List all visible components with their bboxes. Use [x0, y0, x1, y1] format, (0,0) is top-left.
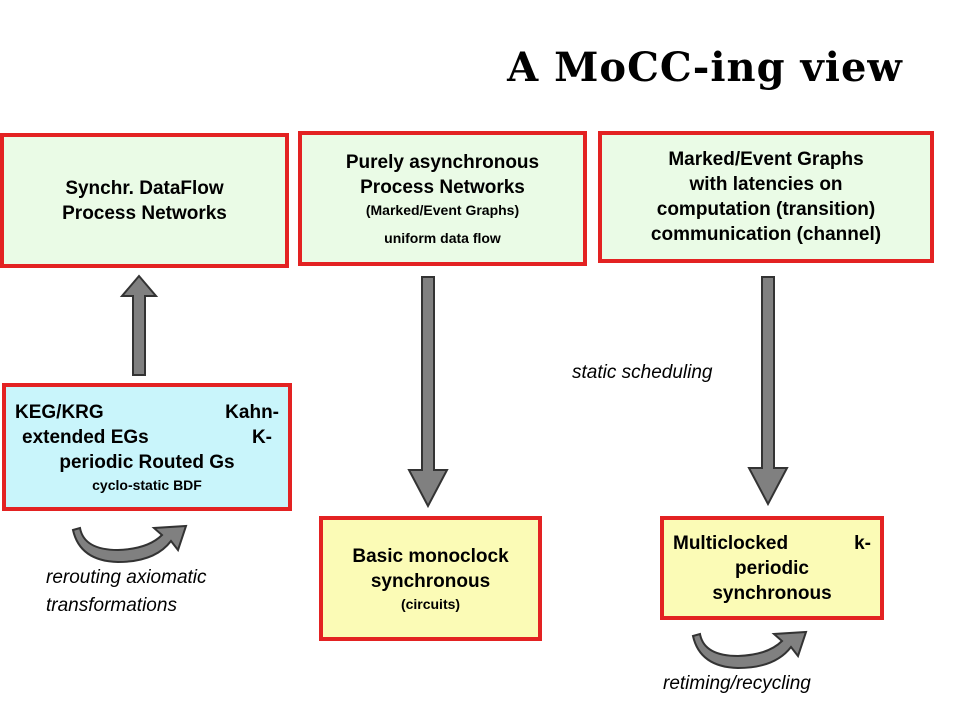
- marked-line3: computation (transition): [656, 199, 876, 220]
- keg-r3: periodic Routed Gs: [59, 451, 235, 473]
- async-line2: Process Networks: [360, 176, 525, 198]
- multiclock-box: Multiclocked k- periodic synchronous: [660, 516, 884, 620]
- keg-row2: extended EGs K-: [22, 425, 272, 450]
- slide-title: A MoCC-ing view: [507, 44, 903, 91]
- curved-arrow-left: [71, 524, 188, 564]
- keg-r1b: Kahn-: [225, 401, 279, 423]
- keg-row1: KEG/KRG Kahn-: [15, 400, 279, 425]
- keg-r2a: extended EGs: [22, 426, 149, 448]
- up-arrow: [119, 274, 159, 376]
- async-line1: Purely asynchronous: [345, 151, 540, 173]
- down-arrow-middle: [407, 276, 449, 509]
- monoclock-box: Basic monoclock synchronous (circuits): [319, 516, 542, 641]
- async-line4: uniform data flow: [384, 229, 501, 246]
- sdf-box: Synchr. DataFlow Process Networks: [0, 133, 289, 268]
- marked-box: Marked/Event Graphs with latencies on co…: [598, 131, 934, 263]
- keg-r4: cyclo-static BDF: [92, 476, 202, 493]
- curved-arrow-right: [691, 630, 808, 670]
- multiclock-line3: synchronous: [712, 582, 832, 604]
- multiclock-r1b: k-: [854, 532, 871, 554]
- async-box: Purely asynchronous Process Networks (Ma…: [298, 131, 587, 266]
- down-arrow-right: [747, 276, 789, 507]
- keg-box: KEG/KRG Kahn- extended EGs K- periodic R…: [2, 383, 292, 511]
- marked-line1: Marked/Event Graphs: [668, 149, 864, 170]
- sdf-line1: Synchr. DataFlow: [65, 177, 224, 199]
- static-scheduling-label: static scheduling: [572, 362, 713, 383]
- monoclock-line1: Basic monoclock: [352, 545, 509, 567]
- retiming-label: retiming/recycling: [663, 673, 811, 694]
- marked-line2: with latencies on: [689, 174, 843, 195]
- marked-line4: communication (channel): [650, 224, 882, 245]
- rerouting-label-1: rerouting axiomatic: [46, 567, 207, 588]
- multiclock-r1a: Multiclocked: [673, 532, 789, 554]
- multiclock-line2: periodic: [735, 557, 809, 579]
- monoclock-line2: synchronous: [370, 570, 491, 592]
- monoclock-line3: (circuits): [400, 595, 461, 612]
- sdf-line2: Process Networks: [62, 202, 227, 224]
- keg-r1a: KEG/KRG: [15, 401, 104, 423]
- keg-r2b: K-: [251, 426, 272, 448]
- rerouting-label-2: transformations: [46, 595, 177, 616]
- multiclock-row1: Multiclocked k-: [673, 531, 871, 556]
- async-line3: (Marked/Event Graphs): [365, 201, 520, 218]
